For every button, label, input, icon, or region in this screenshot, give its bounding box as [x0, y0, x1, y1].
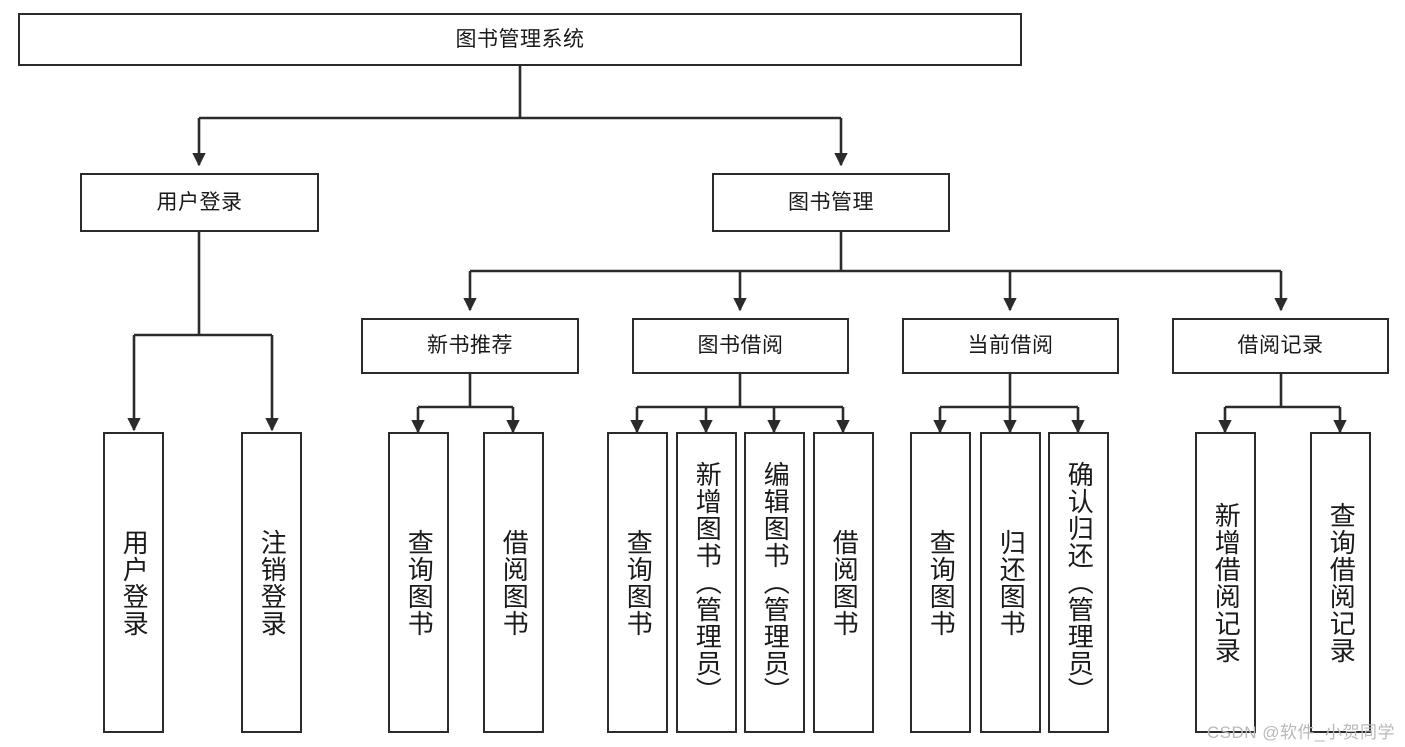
node-book-borrow-label: 图书借阅 — [697, 334, 784, 358]
node-new-book-recommend-label: 新书推荐 — [427, 334, 513, 358]
node-borrow-record-label: 借阅记录 — [1237, 334, 1324, 358]
node-book-borrow[interactable]: 图书借阅 — [632, 318, 849, 374]
node-leaf-confirm-return[interactable]: 确认归还（管理员） — [1048, 432, 1109, 733]
node-leaf-borrow-book-2-label: 借阅图书 — [829, 528, 860, 637]
node-leaf-edit-book[interactable]: 编辑图书（管理员） — [744, 432, 805, 733]
node-leaf-query-book-2-label: 查询图书 — [623, 528, 654, 637]
node-new-book-recommend[interactable]: 新书推荐 — [361, 318, 579, 374]
node-root-label: 图书管理系统 — [455, 27, 585, 51]
node-leaf-user-login[interactable]: 用户登录 — [103, 432, 164, 733]
node-leaf-borrow-book-2[interactable]: 借阅图书 — [813, 432, 874, 733]
node-leaf-query-book-3-label: 查询图书 — [926, 528, 957, 637]
node-leaf-query-book-3[interactable]: 查询图书 — [910, 432, 971, 733]
node-leaf-query-book-1-label: 查询图书 — [404, 528, 435, 637]
node-borrow-record[interactable]: 借阅记录 — [1172, 318, 1389, 374]
node-leaf-add-book-label: 新增图书（管理员） — [692, 461, 723, 704]
node-leaf-query-record-label: 查询借阅记录 — [1326, 501, 1357, 664]
node-book-manage[interactable]: 图书管理 — [712, 173, 950, 232]
node-leaf-confirm-return-label: 确认归还（管理员） — [1064, 461, 1095, 704]
node-leaf-borrow-book-1-label: 借阅图书 — [499, 528, 530, 637]
node-leaf-return-book-label: 归还图书 — [996, 528, 1027, 637]
node-current-borrow-label: 当前借阅 — [967, 334, 1054, 358]
node-user-login-label: 用户登录 — [156, 190, 243, 214]
watermark: CSDN @软件_小贺同学 — [1206, 723, 1395, 742]
node-leaf-user-login-label: 用户登录 — [119, 528, 150, 637]
node-leaf-add-record[interactable]: 新增借阅记录 — [1195, 432, 1256, 733]
node-leaf-borrow-book-1[interactable]: 借阅图书 — [483, 432, 544, 733]
node-user-login[interactable]: 用户登录 — [80, 173, 319, 232]
node-leaf-query-book-2[interactable]: 查询图书 — [607, 432, 668, 733]
node-root[interactable]: 图书管理系统 — [18, 13, 1022, 66]
node-leaf-query-record[interactable]: 查询借阅记录 — [1310, 432, 1371, 733]
node-leaf-return-book[interactable]: 归还图书 — [980, 432, 1041, 733]
node-leaf-add-book[interactable]: 新增图书（管理员） — [676, 432, 737, 733]
node-leaf-logout-login-label: 注销登录 — [257, 528, 288, 637]
node-leaf-edit-book-label: 编辑图书（管理员） — [760, 461, 791, 704]
node-leaf-query-book-1[interactable]: 查询图书 — [388, 432, 449, 733]
node-current-borrow[interactable]: 当前借阅 — [902, 318, 1119, 374]
node-book-manage-label: 图书管理 — [788, 190, 874, 214]
node-leaf-logout-login[interactable]: 注销登录 — [241, 432, 302, 733]
node-leaf-add-record-label: 新增借阅记录 — [1211, 501, 1242, 664]
